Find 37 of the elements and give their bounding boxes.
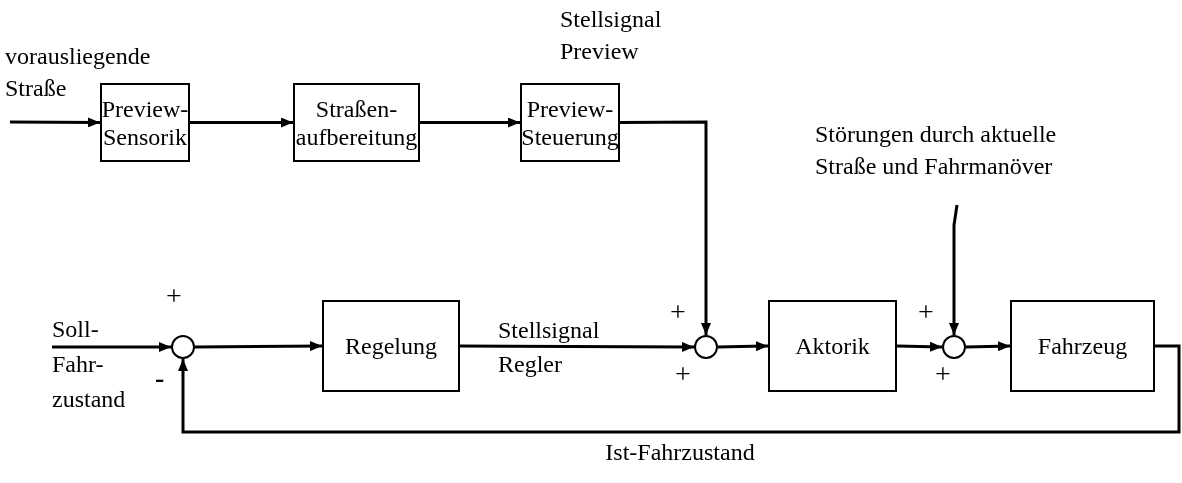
arrow [717, 341, 769, 352]
box-label: Fahrzeug [1037, 332, 1128, 360]
arrow [420, 117, 520, 128]
sign-label: - [155, 364, 165, 392]
box-label: Regelung [345, 332, 437, 360]
arrow [965, 341, 1011, 352]
arrow [10, 117, 100, 128]
arrow [896, 341, 943, 352]
edge-label: Soll- Fahr- zustand [52, 315, 127, 414]
edge-label: Störungen durch aktuelle Straße und Fahrmanöver [815, 120, 1058, 181]
process-box [520, 83, 620, 162]
edge-label: Stellsignal Regler [498, 316, 601, 379]
process-box [322, 300, 460, 392]
summing-junction [942, 335, 966, 359]
sign-label: + [166, 282, 182, 310]
arrow [620, 120, 711, 335]
box-label: Straßen- aufbereitung [295, 94, 418, 151]
box-label: Preview- Steuerung [521, 94, 619, 151]
sign-label: + [918, 298, 934, 326]
sign-label: + [935, 360, 951, 388]
arrow [190, 117, 293, 128]
summing-junction [171, 335, 195, 359]
edge-label: Stellsignal Preview [560, 5, 663, 66]
process-box [768, 300, 897, 392]
process-box [1010, 300, 1155, 392]
summing-junction [694, 335, 718, 359]
arrow [949, 204, 959, 335]
sign-label: + [675, 360, 691, 388]
process-box [293, 83, 420, 162]
box-label: Aktorik [795, 332, 870, 360]
process-box [100, 83, 190, 162]
arrow [195, 341, 322, 352]
edge-label: Ist-Fahrzustand [604, 438, 756, 467]
sign-label: + [670, 298, 686, 326]
arrow [460, 341, 694, 352]
arrow [178, 344, 1181, 434]
arrow [52, 342, 171, 352]
